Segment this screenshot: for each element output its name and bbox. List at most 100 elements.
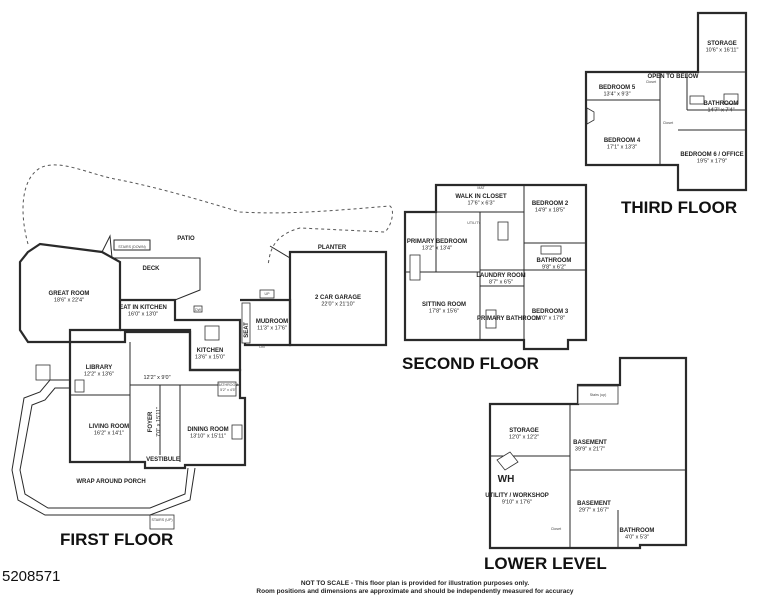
room-dim-bedroom-5: 13'4" x 9'3" [603,92,630,98]
listing-id: 5208571 [2,568,61,585]
room-dim-dining-room: 13'10" x 15'11" [190,434,226,440]
room-name-library: LIBRARY [86,365,112,371]
stairs-second [497,221,509,241]
porch-label: WRAP AROUND PORCH [76,479,145,485]
room-name-bedroom-4: BEDROOM 4 [604,138,641,144]
deck-label: DECK [142,266,160,272]
room-name-bedroom-3: BEDROOM 3 [532,309,569,315]
first-floor-misc-labels: PATIO DECK PLANTER FOYER 7'0" x 15'11" V… [76,236,347,522]
room-name-kitchen: KITCHEN [197,348,224,354]
room-dim-primary-bedroom: 13'2" x 13'4" [422,246,452,252]
lower-level-plan [488,356,688,550]
room-dim-utility: 9'10" x 17'6" [502,500,532,506]
lower-misc-labels: WH Stairs (up) [498,393,607,485]
first-floor-plan [11,164,393,530]
mudroom-seat [241,302,251,344]
closet-label-ll: Closet [551,527,561,531]
main-house-wall [68,330,247,470]
vestibule-label: VESTIBULE [146,457,180,463]
room-name-bedroom-2: BEDROOM 2 [532,201,569,207]
dishwasher [193,305,203,313]
room-name-mudroom: MUDROOM [256,319,288,325]
third-floor-tub [723,93,739,105]
primary-fireplace [409,254,421,281]
room-name-bathroom-ll: BATHROOM [620,528,655,534]
seat-label: SEAT [244,322,250,338]
second-floor-tub [540,245,562,255]
room-name-garage: 2 CAR GARAGE [315,295,361,301]
water-heater [496,451,519,471]
dw-label: DW [195,308,202,312]
disclaimer-bold: NOT TO SCALE [300,580,350,587]
room-dim-bedroom-6: 19'5" x 17'9" [697,159,727,165]
disclaimer: NOT TO SCALE - This floor plan is provid… [190,580,640,596]
primary-shower [485,309,497,329]
room-name-dining-room: DINING ROOM [187,427,228,433]
room-dim-laundry: 8'7" x 6'5" [489,280,513,286]
room-dim-storage-3: 10'6" x 16'11" [706,48,739,54]
room-name-utility: UTILITY / WORKSHOP [485,493,549,499]
bedroom-4-bay [586,107,595,125]
room-name-basement-2: BASEMENT [577,501,611,507]
room-name-bedroom-6: BEDROOM 6 / OFFICE [680,152,743,158]
room-dim-library: 12'2" x 13'6" [84,372,114,378]
mudroom-stairs-up [259,289,275,299]
dining-fireplace [231,424,243,440]
second-floor-plan [403,183,588,351]
wrap-porch [11,379,196,516]
lower-level-title: LOWER LEVEL [484,554,607,573]
room-name-living-room: LIVING ROOM [89,424,129,430]
third-floor-stairs [689,95,705,105]
room-name-sitting-room: SITTING ROOM [422,302,466,308]
room-name-open-below: OPEN TO BELOW [648,74,699,80]
room-name-basement-1: BASEMENT [573,440,607,446]
ff-bath-label: BATHROOM [218,383,239,387]
room-dim-mudroom: 11'3" x 17'6" [257,326,287,332]
room-name-bathroom-3: BATHROOM [704,101,739,107]
room-dim-kitchen: 13'6" x 15'0" [195,355,225,361]
library-fireplace [74,379,85,393]
planter-label: PLANTER [318,245,347,251]
room-dim-walk-in-closet: 17'6" x 6'3" [467,201,494,207]
lower-stairs [577,385,619,405]
room-dim-storage-ll: 12'0" x 12'2" [509,435,539,441]
room-name-storage-3: STORAGE [707,41,737,47]
room-dim-sitting-room: 17'8" x 15'6" [429,309,459,315]
disclaimer-line2: Room positions and dimensions are approx… [256,588,574,595]
room-dim-basement-2: 29'7" x 16'7" [579,508,609,514]
room-dim-garage: 22'0" x 21'10" [321,302,354,308]
front-stairs-up [149,514,175,530]
room-dim-basement-1: 39'9" x 21'7" [575,447,605,453]
room-dim-great-room: 18'6" x 22'4" [54,298,84,304]
room-name-eat-in-kitchen: EAT IN KITCHEN [119,305,167,311]
up-label: UP [265,292,271,296]
room-dim-bathroom-2: 9'8" x 6'2" [542,265,566,271]
utility-label: UTILITY [467,221,481,225]
foyer-dim: 7'0" x 15'11" [156,407,162,437]
porch-stairs-up [35,364,51,381]
room-dim-bedroom-4: 17'1" x 13'3" [607,145,637,151]
deck-stairs-label: STAIRS (DOWN) [118,245,145,249]
second-floor-title: SECOND FLOOR [402,354,539,373]
great-room-wall [18,242,122,344]
closet-label-b4: Closet [663,121,673,125]
room-dim-bathroom-ll: 4'0" x 5'3" [625,535,649,541]
front-stairs-label: STAIRS (UP) [151,518,172,522]
room-dim-hall: 12'2" x 9'0" [143,375,170,381]
room-name-great-room: GREAT ROOM [49,291,90,297]
third-floor-title: THIRD FLOOR [621,198,737,217]
room-dim-living-room: 16'2" x 14'1" [94,431,124,437]
room-dim-bedroom-3: 14'0" x 17'8" [535,316,565,322]
kitchen-island [204,325,220,341]
closet-label-b5: Closet [646,80,656,84]
foyer-label: FOYER [148,411,154,432]
room-dim-bathroom-3: 14'7" x 7'4" [707,108,734,114]
wh-label: WH [498,474,515,485]
deck-stairs [113,239,151,251]
lower-stairs-label: Stairs (up) [590,393,607,397]
room-name-primary-bedroom: PRIMARY BEDROOM [407,239,467,245]
second-floor-wall [403,183,588,351]
first-floor-title: FIRST FLOOR [60,530,173,549]
